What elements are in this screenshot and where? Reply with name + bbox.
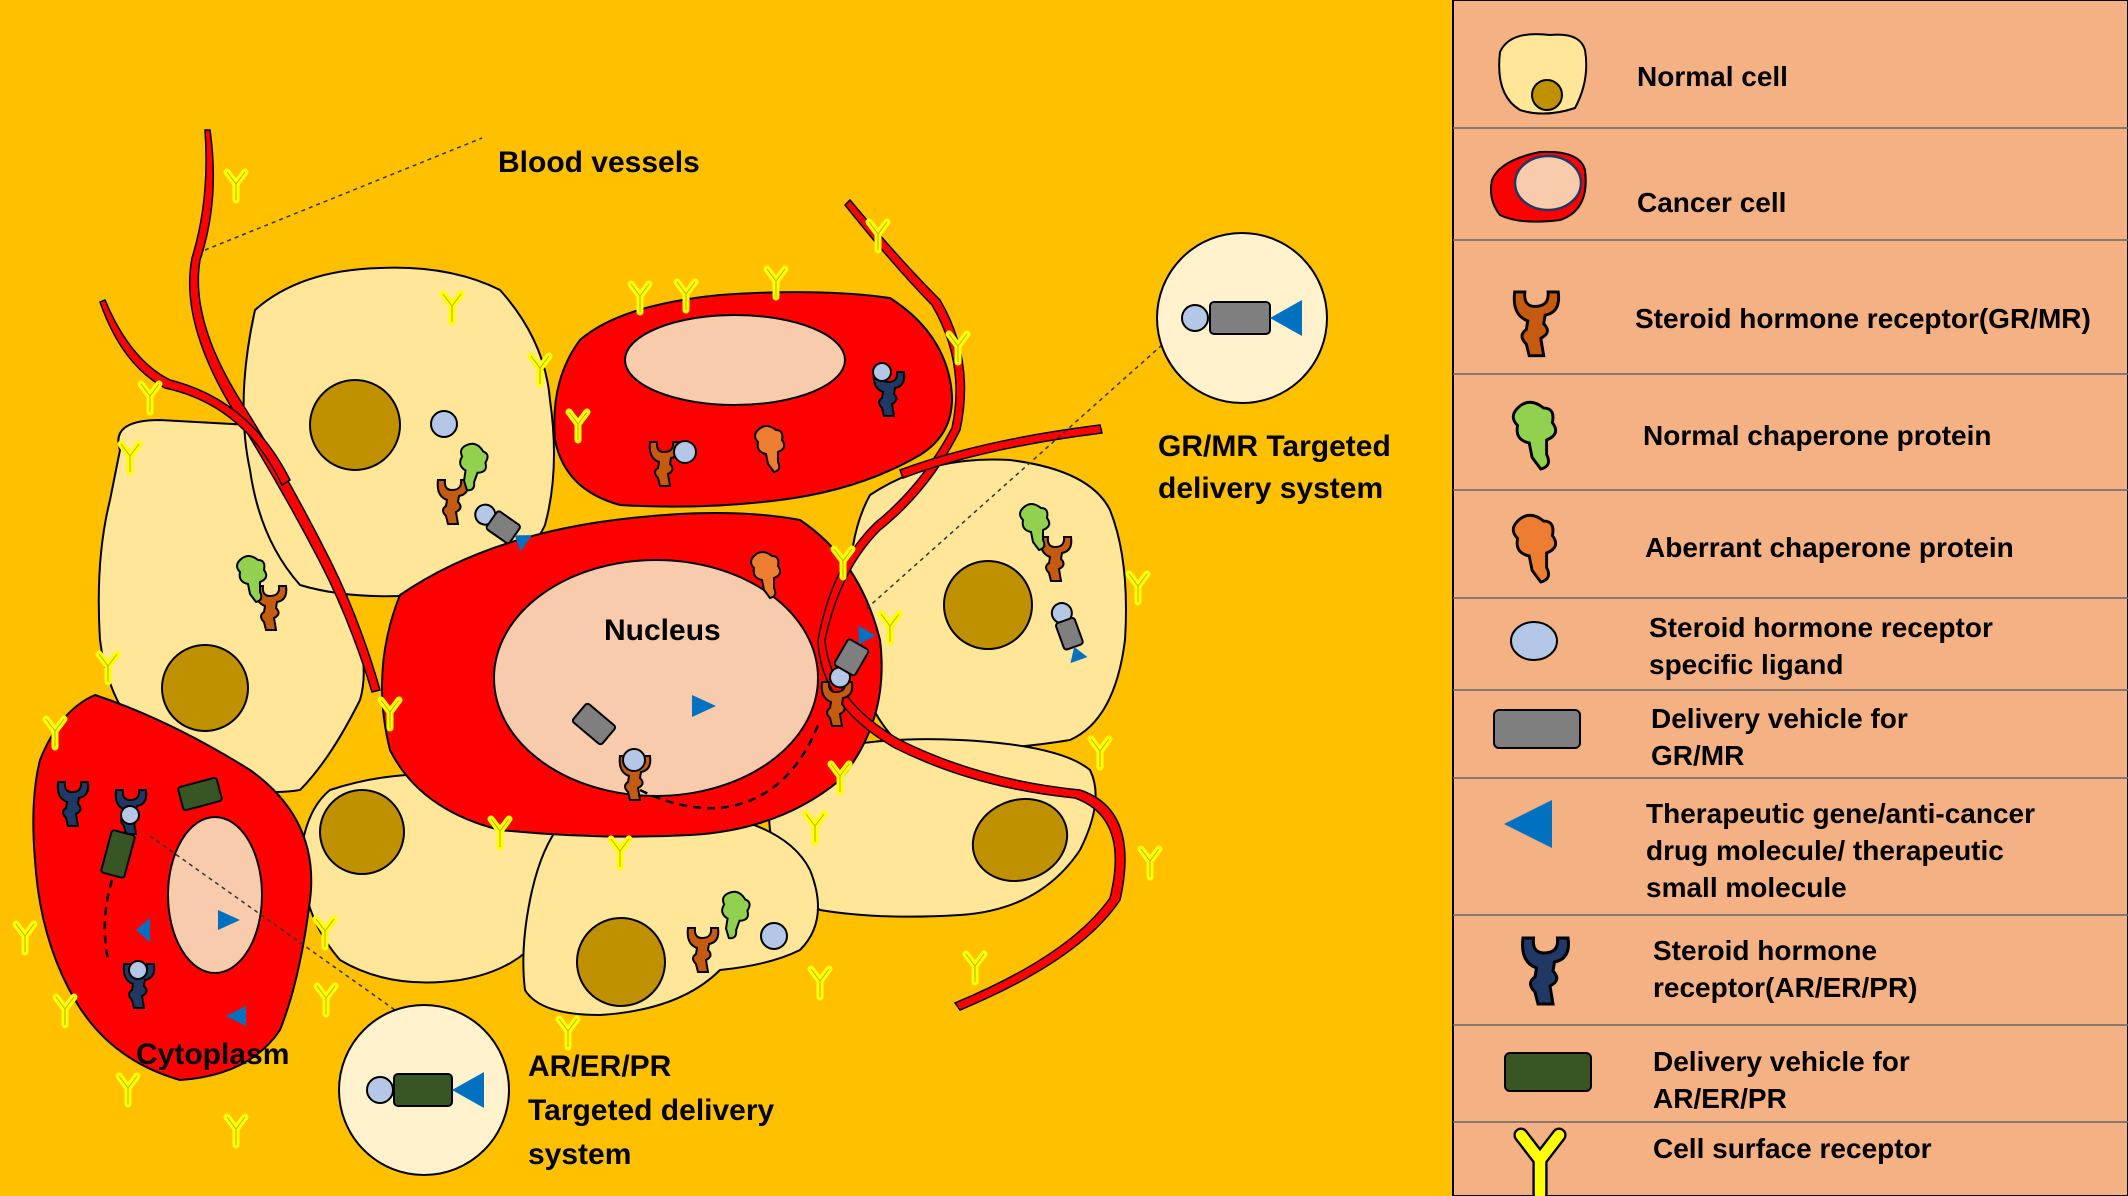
therapeutic-molecule-icon bbox=[1504, 800, 1552, 848]
legend-label: AR/ER/PR bbox=[1653, 1083, 1787, 1114]
cell-surface-receptor-icon bbox=[559, 1019, 577, 1047]
legend-label: Delivery vehicle for bbox=[1653, 1046, 1910, 1077]
cell-surface-receptor-icon bbox=[227, 172, 245, 200]
cell-surface-receptor-icon bbox=[317, 986, 335, 1014]
legend-label: receptor(AR/ER/PR) bbox=[1653, 972, 1917, 1003]
normal-nucleus bbox=[943, 560, 1033, 650]
gr-mr-system-label-line2: delivery system bbox=[1158, 472, 1383, 505]
normal-nucleus bbox=[161, 644, 249, 732]
cell-surface-receptor-icon bbox=[811, 969, 829, 997]
transport-path bbox=[639, 719, 822, 810]
ligand-icon bbox=[128, 960, 148, 980]
cell-surface-receptor-icon bbox=[1513, 1127, 1567, 1196]
cell-surface-receptor-icon bbox=[141, 384, 159, 412]
normal-cell bbox=[522, 812, 819, 1017]
blood-vessel bbox=[189, 129, 381, 693]
ar-er-pr-vehicle-icon bbox=[100, 829, 136, 879]
legend-label: GR/MR bbox=[1651, 740, 1744, 771]
legend: Normal cell Cancer cell Steroid hormone … bbox=[1452, 0, 2128, 1196]
gr-mr-system-label-line1: GR/MR Targeted bbox=[1158, 430, 1391, 463]
normal-nucleus bbox=[309, 379, 401, 471]
ligand-icon bbox=[1510, 621, 1558, 661]
legend-label: Aberrant chaperone protein bbox=[1645, 532, 2014, 563]
cell-surface-receptor-icon bbox=[1141, 849, 1159, 877]
gr-mr-delivery-system bbox=[1050, 602, 1088, 664]
ligand-icon bbox=[430, 410, 458, 438]
ar-er-pr-system-label-line1: AR/ER/PR bbox=[528, 1050, 672, 1083]
normal-nucleus bbox=[971, 797, 1069, 883]
legend-label: Cancer cell bbox=[1637, 187, 1786, 218]
ligand-icon bbox=[622, 748, 646, 772]
legend-label: drug molecule/ therapeutic bbox=[1646, 835, 2004, 866]
cell-surface-receptor-icon bbox=[227, 1117, 245, 1145]
therapeutic-molecule-icon bbox=[692, 695, 716, 717]
therapeutic-molecule-icon bbox=[226, 1006, 246, 1026]
gr-mr-delivery-system bbox=[829, 625, 876, 689]
cancer-nucleus bbox=[624, 314, 846, 406]
legend-label: small molecule bbox=[1646, 872, 1847, 903]
ligand-icon bbox=[872, 362, 892, 382]
legend-label: Steroid hormone receptor bbox=[1649, 612, 1993, 643]
cancer-cell-icon bbox=[1490, 150, 1587, 223]
cytoplasm-label: Cytoplasm bbox=[136, 1038, 289, 1071]
therapeutic-molecule-icon bbox=[136, 918, 150, 942]
legend-label: Cell surface receptor bbox=[1653, 1133, 1932, 1164]
cell-contents bbox=[56, 362, 1088, 1026]
legend-label: Steroid hormone bbox=[1653, 935, 1877, 966]
therapeutic-molecule-icon bbox=[218, 910, 240, 930]
normal-cell-icon bbox=[1498, 33, 1588, 115]
ligand-icon bbox=[760, 922, 788, 950]
gr-mr-vehicle-icon bbox=[1493, 709, 1581, 749]
legend-label: Normal chaperone protein bbox=[1643, 420, 1992, 451]
blood-vessel bbox=[99, 299, 291, 487]
ar-er-pr-vehicle-icon bbox=[177, 776, 223, 812]
ar-er-pr-system-label-line3: system bbox=[528, 1138, 631, 1171]
tissue-diagram bbox=[32, 266, 1127, 1082]
ar-er-pr-system-label-line2: Targeted delivery bbox=[528, 1094, 775, 1127]
ar-er-pr-delivery-callout bbox=[338, 1004, 510, 1176]
legend-label: specific ligand bbox=[1649, 649, 1844, 680]
gr-mr-delivery-system bbox=[474, 503, 532, 552]
cell-surface-receptor-icon bbox=[56, 997, 74, 1025]
transport-path bbox=[103, 879, 114, 961]
ligand-icon bbox=[120, 805, 140, 825]
cell-surface-receptor-icon bbox=[119, 1076, 137, 1104]
nucleus-label: Nucleus bbox=[604, 614, 721, 647]
cell-surface-receptor-icon bbox=[1129, 574, 1147, 602]
gr-mr-delivery-callout bbox=[1156, 232, 1328, 404]
legend-label: Therapeutic gene/anti-cancer bbox=[1646, 798, 2035, 829]
legend-label: Steroid hormone receptor(GR/MR) bbox=[1635, 303, 2091, 334]
legend-label: Delivery vehicle for bbox=[1651, 703, 1908, 734]
normal-nucleus bbox=[319, 789, 405, 875]
blood-vessels-label: Blood vessels bbox=[498, 146, 700, 179]
cell-surface-receptor-icon bbox=[966, 954, 984, 982]
blood-vessels bbox=[99, 129, 1126, 1011]
blood-vessel bbox=[899, 424, 1103, 479]
normal-nucleus bbox=[576, 917, 666, 1007]
callout-lines bbox=[149, 137, 1163, 1011]
cell-surface-receptor-icon bbox=[1091, 739, 1109, 767]
blood-vessel bbox=[817, 198, 1126, 1011]
gr-mr-vehicle-icon bbox=[571, 702, 617, 746]
cell-surface-receptor-icon bbox=[16, 924, 34, 952]
ligand-icon bbox=[673, 440, 697, 464]
legend-label: Normal cell bbox=[1637, 61, 1788, 92]
ar-er-pr-vehicle-icon bbox=[1504, 1052, 1592, 1092]
cancer-nucleus bbox=[167, 816, 263, 974]
